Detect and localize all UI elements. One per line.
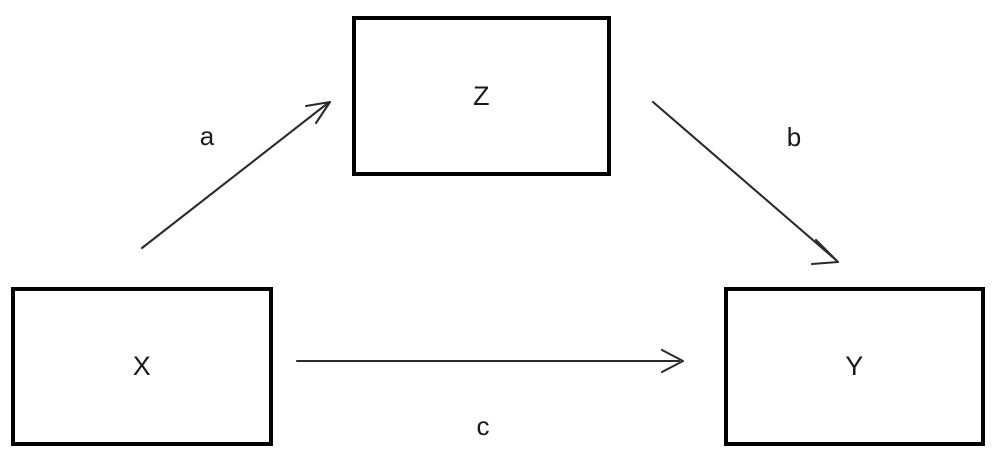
- node-box-x[interactable]: X: [11, 287, 273, 446]
- edge-a-line: [140, 101, 330, 250]
- edge-b-arrowhead: [810, 238, 840, 266]
- node-label-z: Z: [473, 80, 490, 111]
- node-box-y[interactable]: Y: [724, 287, 985, 446]
- edge-c: [295, 348, 685, 374]
- edge-b-line: [651, 100, 838, 262]
- edge-label-c: c: [476, 411, 490, 441]
- node-box-z[interactable]: Z: [352, 16, 611, 176]
- edge-c-arrowhead: [660, 348, 685, 374]
- edge-label-a: a: [199, 121, 215, 151]
- edge-label-b: b: [786, 122, 802, 152]
- node-label-x: X: [132, 351, 152, 381]
- edge-b: [651, 100, 840, 266]
- node-label-y: Y: [845, 351, 864, 381]
- edge-a-arrowhead: [304, 100, 332, 125]
- edge-a: [140, 100, 332, 250]
